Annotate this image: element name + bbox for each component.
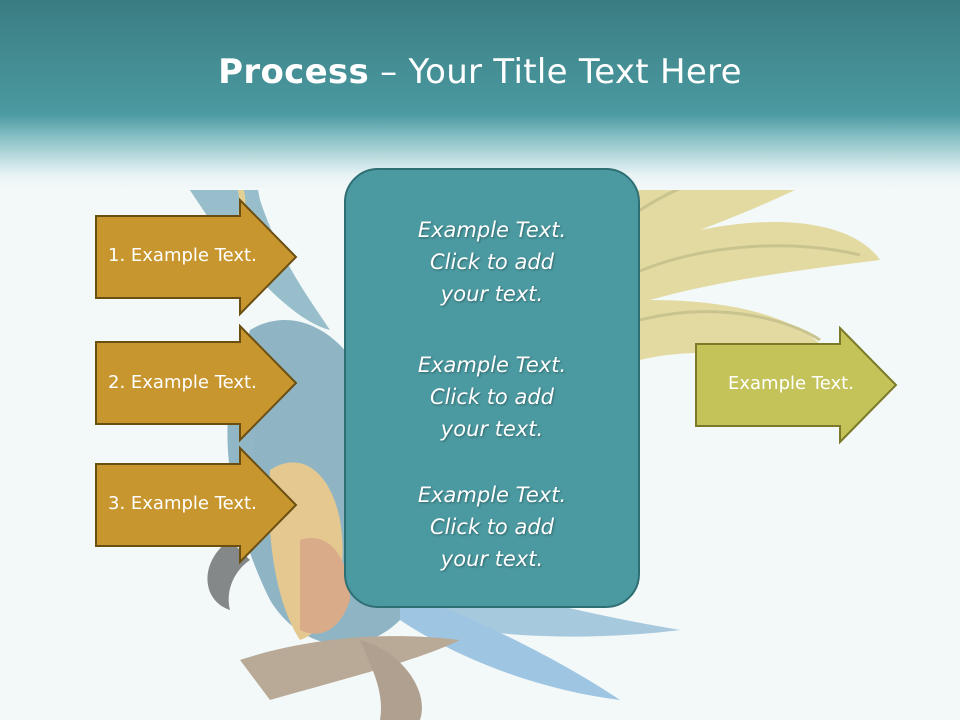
panel-block-1-line-2: Click to add <box>429 250 554 274</box>
panel-block-1-line-3: your text. <box>440 282 544 306</box>
left-arrow-3[interactable] <box>94 446 300 566</box>
panel-block-3-line-3: your text. <box>440 547 544 571</box>
panel-text-block-3: Example Text. Click to add your text. <box>346 479 638 575</box>
left-arrow-2[interactable] <box>94 324 300 444</box>
panel-text-block-2: Example Text. Click to add your text. <box>346 349 638 445</box>
panel-text-block-1: Example Text. Click to add your text. <box>346 214 638 310</box>
center-text-panel[interactable]: Example Text. Click to add your text. Ex… <box>344 168 640 608</box>
left-arrow-1[interactable] <box>94 198 300 318</box>
panel-block-3-line-1: Example Text. <box>417 483 567 507</box>
panel-block-2-line-2: Click to add <box>429 385 554 409</box>
right-arrow[interactable] <box>694 326 900 446</box>
left-arrow-3-label: 3. Example Text. <box>108 493 257 514</box>
title-text: Your Title Text Here <box>408 52 742 92</box>
left-arrow-1-label: 1. Example Text. <box>108 245 257 266</box>
panel-block-3-line-2: Click to add <box>429 515 554 539</box>
left-arrow-2-label: 2. Example Text. <box>108 372 257 393</box>
title-separator: – <box>380 52 398 92</box>
title-band: Process – Your Title Text Here <box>0 0 960 190</box>
slide-title[interactable]: Process – Your Title Text Here <box>0 52 960 92</box>
title-bold-word: Process <box>218 52 370 92</box>
panel-block-2-line-1: Example Text. <box>417 353 567 377</box>
panel-block-2-line-3: your text. <box>440 417 544 441</box>
right-arrow-label: Example Text. <box>728 373 854 394</box>
panel-block-1-line-1: Example Text. <box>417 218 567 242</box>
